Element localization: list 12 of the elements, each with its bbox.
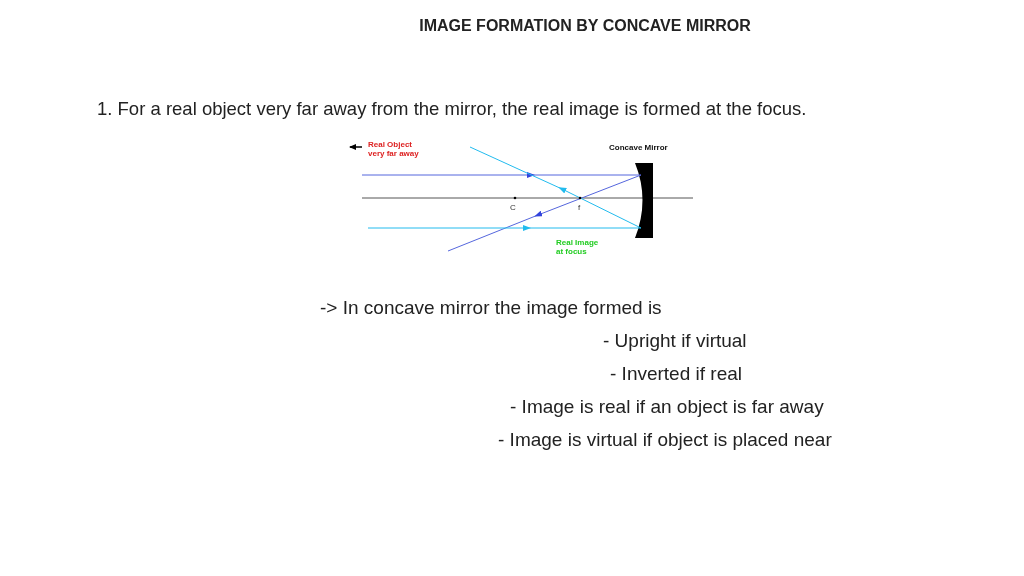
object-label: Real Object very far away <box>368 140 420 158</box>
mirror-label: Concave Mirror <box>609 143 668 152</box>
statement-text: 1. For a real object very far away from the mirror, the real image is formed at the focus. <box>97 98 807 120</box>
bullet-text: - Image is real if an object is far away <box>510 396 824 418</box>
note-text: -> In concave mirror the image formed is <box>320 297 662 319</box>
bullet-text: - Upright if virtual <box>603 330 747 352</box>
point-label: C <box>510 203 516 212</box>
image-label: Real Image at focus <box>556 238 600 256</box>
page-title: IMAGE FORMATION BY CONCAVE MIRROR <box>418 17 752 35</box>
bullet-text: - Inverted if real <box>610 363 742 385</box>
point-label: f <box>578 203 581 212</box>
bullet-text: - Image is virtual if object is placed near <box>498 429 832 451</box>
